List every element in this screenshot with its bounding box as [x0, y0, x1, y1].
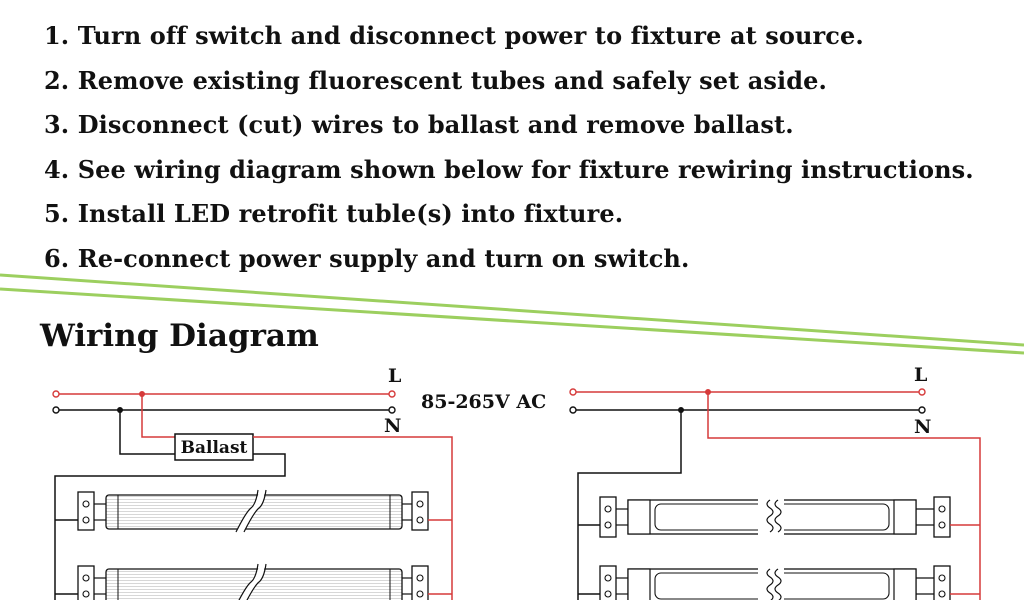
instruction-list: 1. Turn off switch and disconnect power …: [44, 14, 974, 281]
neutral-label: N: [384, 415, 401, 437]
tube-socket: [411, 565, 429, 600]
instruction-step-2: 2. Remove existing fluorescent tubes and…: [44, 65, 827, 95]
tube-socket: [77, 491, 95, 531]
diagram-after-led: L N: [569, 364, 981, 600]
live-terminal: [52, 390, 60, 398]
tube-socket: [933, 496, 951, 538]
neutral-terminal: [569, 406, 577, 414]
live-label: L: [388, 365, 401, 387]
instruction-step-5: 5. Install LED retrofit tuble(s) into fi…: [44, 199, 624, 228]
fluorescent-tube-1: [55, 489, 452, 534]
divider-line-top: [0, 273, 1024, 347]
direct-neutral-wire: [577, 410, 682, 600]
led-tube-1: [578, 496, 980, 538]
wiring-diagram-title: Wiring Diagram: [40, 318, 319, 354]
live-label: L: [914, 364, 927, 386]
instruction-step-6: 6. Re-connect power supply and turn on s…: [44, 243, 690, 273]
divider-line-bottom: [0, 287, 1024, 355]
wiring-diagram: L N Ballast: [52, 364, 981, 600]
instruction-step-1: 1. Turn off switch and disconnect power …: [44, 21, 864, 50]
break-mark: [235, 489, 259, 533]
break-mark: [766, 499, 774, 533]
instruction-step-4: 4. See wiring diagram shown below for fi…: [44, 154, 974, 184]
live-terminal: [388, 390, 396, 398]
ballast-output-neutral-wire: [54, 453, 286, 600]
direct-live-wire: [707, 392, 981, 600]
voltage-label: 85-265V AC: [421, 391, 546, 413]
section-divider: [0, 273, 1024, 355]
tube-socket: [599, 565, 617, 600]
ballast-output-live-wire: [253, 436, 453, 600]
ballast-label: Ballast: [181, 438, 248, 458]
instruction-step-3: 3. Disconnect (cut) wires to ballast and…: [44, 110, 794, 139]
neutral-terminal: [388, 406, 396, 414]
tube-socket: [411, 491, 429, 531]
tube-end-cap: [893, 499, 917, 535]
neutral-to-ballast-wire: [119, 410, 175, 455]
ballast-box: [174, 433, 254, 461]
neutral-terminal: [918, 406, 926, 414]
fluorescent-tube-2: [55, 563, 452, 600]
tube-end-cap: [627, 568, 651, 600]
tube-socket: [77, 565, 95, 600]
live-terminal: [569, 388, 577, 396]
live-terminal: [918, 388, 926, 396]
led-tube-2: [578, 565, 980, 600]
neutral-label: N: [914, 416, 931, 438]
neutral-terminal: [52, 406, 60, 414]
diagram-before-ballast: L N Ballast: [52, 365, 453, 600]
live-to-ballast-wire: [141, 394, 175, 438]
tube-end-cap: [627, 499, 651, 535]
tube-socket: [933, 565, 951, 600]
tube-socket: [599, 496, 617, 538]
tube-end-cap: [893, 568, 917, 600]
